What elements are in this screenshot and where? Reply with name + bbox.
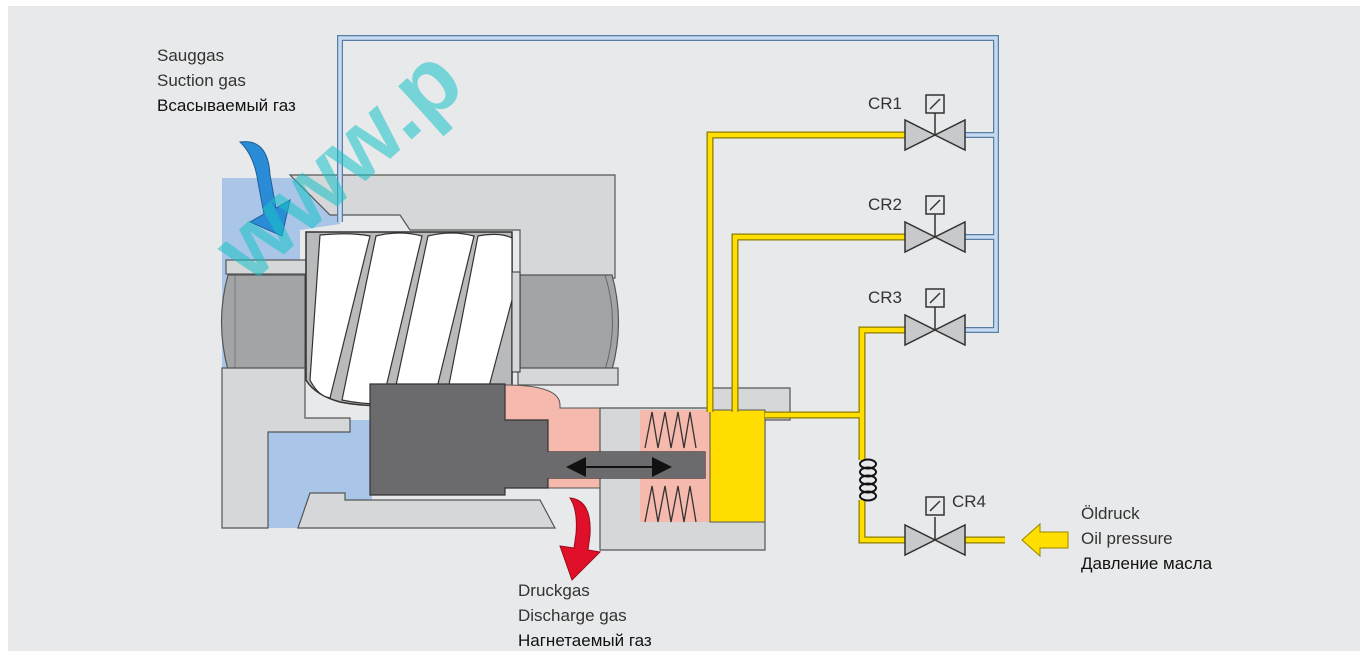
oil-label-de: Öldruck	[1081, 504, 1140, 523]
suction-label-de: Sauggas	[157, 46, 224, 65]
suction-arrow-icon	[238, 141, 291, 237]
oil-line-coil	[859, 458, 877, 502]
valve-label-cr2: CR2	[868, 195, 902, 214]
oil-label-en: Oil pressure	[1081, 529, 1173, 548]
oil-label-ru: Давление масла	[1081, 554, 1213, 573]
shaft-right	[519, 274, 620, 371]
oil-chamber	[709, 409, 766, 523]
discharge-arrow-icon	[559, 497, 602, 581]
solenoid-valve-cr3[interactable]	[904, 288, 966, 347]
suction-label-en: Suction gas	[157, 71, 246, 90]
solenoid-valve-cr2[interactable]	[904, 195, 966, 254]
discharge-label-ru: Нагнетаемый газ	[518, 631, 652, 650]
screw-rotor	[305, 231, 521, 407]
solenoid-valve-cr4[interactable]	[904, 496, 966, 557]
suction-label-ru: Всасываемый газ	[157, 96, 296, 115]
discharge-label-en: Discharge gas	[518, 606, 627, 625]
piston-spring	[644, 411, 697, 523]
valve-label-cr3: CR3	[868, 288, 902, 307]
solenoid-valve-cr1[interactable]	[904, 94, 966, 152]
upper-housing	[288, 174, 616, 279]
lower-right-housing	[517, 367, 619, 386]
oil-lines	[706, 131, 1005, 544]
lower-left-housing	[221, 367, 351, 529]
valve-label-cr4: CR4	[952, 492, 986, 511]
valve-label-cr1: CR1	[868, 94, 902, 113]
bottom-housing	[297, 492, 557, 529]
discharge-label-de: Druckgas	[518, 581, 590, 600]
oil-pressure-arrow-icon	[1021, 522, 1069, 558]
